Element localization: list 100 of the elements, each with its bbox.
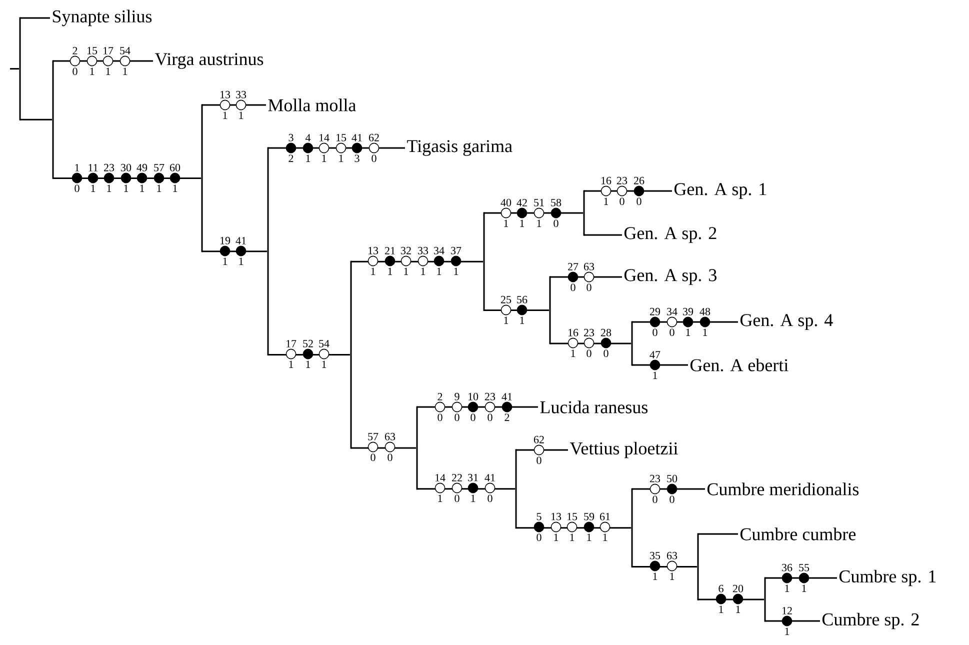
character-state: 0: [488, 494, 492, 502]
character-state: 1: [91, 184, 96, 192]
character-number: 29: [650, 308, 660, 316]
vertical-branch-line: [631, 488, 633, 568]
character-number: 56: [517, 296, 528, 304]
taxon-name: Gen. A sp. 4: [740, 314, 833, 330]
character-state: 1: [504, 220, 508, 227]
character-number: 30: [121, 164, 132, 172]
character-number: 34: [667, 308, 678, 316]
tree-branch: [417, 488, 516, 490]
character-number: 52: [303, 340, 313, 348]
character-number: 41: [502, 393, 512, 400]
character-state: 1: [239, 112, 244, 119]
character-number: 48: [700, 308, 710, 316]
character-state: 1: [173, 184, 178, 192]
vertical-branch-line: [416, 406, 418, 490]
character-state: 0: [74, 184, 80, 192]
character-number: 42: [516, 199, 527, 206]
character-state: 1: [339, 154, 344, 162]
character-state: 1: [223, 112, 228, 119]
vertical-branch-line: [201, 104, 203, 252]
character-number: 13: [368, 246, 378, 254]
character-number: 6: [718, 584, 724, 592]
character-number: 9: [454, 392, 460, 400]
character-state: 2: [504, 414, 510, 421]
tree-branch: [698, 598, 764, 600]
character-state: 1: [504, 316, 508, 324]
character-number: 4: [305, 134, 311, 142]
character-state: 1: [554, 534, 558, 541]
character-number: 1: [75, 164, 80, 172]
character-state: 1: [703, 328, 708, 336]
character-number: 50: [667, 474, 678, 482]
taxon-name: Cumbre sp. 1: [839, 570, 936, 586]
character-state: 0: [670, 496, 674, 504]
vertical-branch-line: [631, 321, 633, 366]
tree-branch: [202, 104, 266, 106]
character-state: 0: [620, 198, 624, 206]
character-state: 1: [537, 220, 542, 227]
character-number: 54: [319, 340, 330, 348]
character-state: 2: [288, 154, 294, 162]
character-number: 62: [368, 134, 379, 142]
vertical-branch-line: [697, 533, 699, 600]
character-number: 12: [782, 607, 792, 614]
character-number: 39: [683, 308, 694, 316]
character-number: 41: [352, 134, 362, 142]
character-number: 5: [536, 513, 542, 520]
tree-branch: [351, 447, 416, 449]
character-state: 1: [785, 584, 790, 592]
character-number: 15: [336, 134, 346, 142]
character-state: 0: [636, 198, 642, 206]
character-state: 1: [124, 184, 128, 192]
character-state: 1: [306, 360, 310, 368]
character-number: 3: [288, 134, 294, 142]
tree-branch: [550, 342, 632, 344]
character-number: 23: [584, 328, 594, 336]
character-number: 23: [650, 474, 660, 482]
character-state: 1: [587, 534, 592, 541]
character-number: 25: [501, 296, 512, 304]
character-state: 0: [536, 456, 542, 464]
character-number: 19: [220, 236, 230, 244]
character-number: 20: [733, 584, 744, 592]
tree-branch: [632, 488, 705, 490]
character-state: 1: [322, 360, 326, 368]
character-number: 57: [154, 164, 164, 172]
taxon-name: Tigasis garima: [407, 140, 512, 156]
character-number: 27: [568, 263, 578, 270]
character-state: 0: [488, 414, 492, 422]
character-number: 33: [236, 90, 246, 98]
character-state: 1: [123, 68, 128, 75]
taxon-name: Gen. A eberti: [690, 358, 788, 372]
character-state: 1: [421, 268, 426, 275]
character-number: 36: [782, 564, 792, 572]
character-number: 21: [385, 247, 395, 254]
character-number: 32: [401, 246, 411, 254]
tree-branch: [20, 118, 52, 120]
tree-branch: [53, 177, 202, 179]
character-state: 1: [571, 350, 576, 357]
character-state: 0: [438, 414, 442, 422]
character-state: 0: [372, 154, 376, 162]
character-number: 34: [434, 246, 444, 254]
character-state: 1: [520, 220, 524, 227]
character-state: 1: [736, 606, 740, 613]
tree-branch: [765, 620, 820, 622]
character-state: 1: [438, 494, 442, 502]
character-number: 26: [634, 176, 644, 184]
taxon-name: Cumbre cumbre: [740, 528, 856, 540]
tree-branch: [550, 276, 622, 278]
character-number: 14: [319, 134, 330, 142]
character-state: 1: [454, 268, 458, 275]
character-number: 35: [650, 552, 660, 560]
character-number: 11: [88, 164, 98, 172]
character-state: 0: [586, 284, 592, 292]
character-state: 1: [686, 328, 690, 336]
vertical-branch-line: [764, 577, 766, 622]
character-state: 0: [670, 328, 674, 336]
tree-branch: [584, 190, 672, 192]
character-state: 0: [470, 414, 476, 422]
tree-branch: [484, 309, 550, 311]
tree-branch: [268, 354, 350, 356]
character-number: 54: [120, 46, 130, 54]
